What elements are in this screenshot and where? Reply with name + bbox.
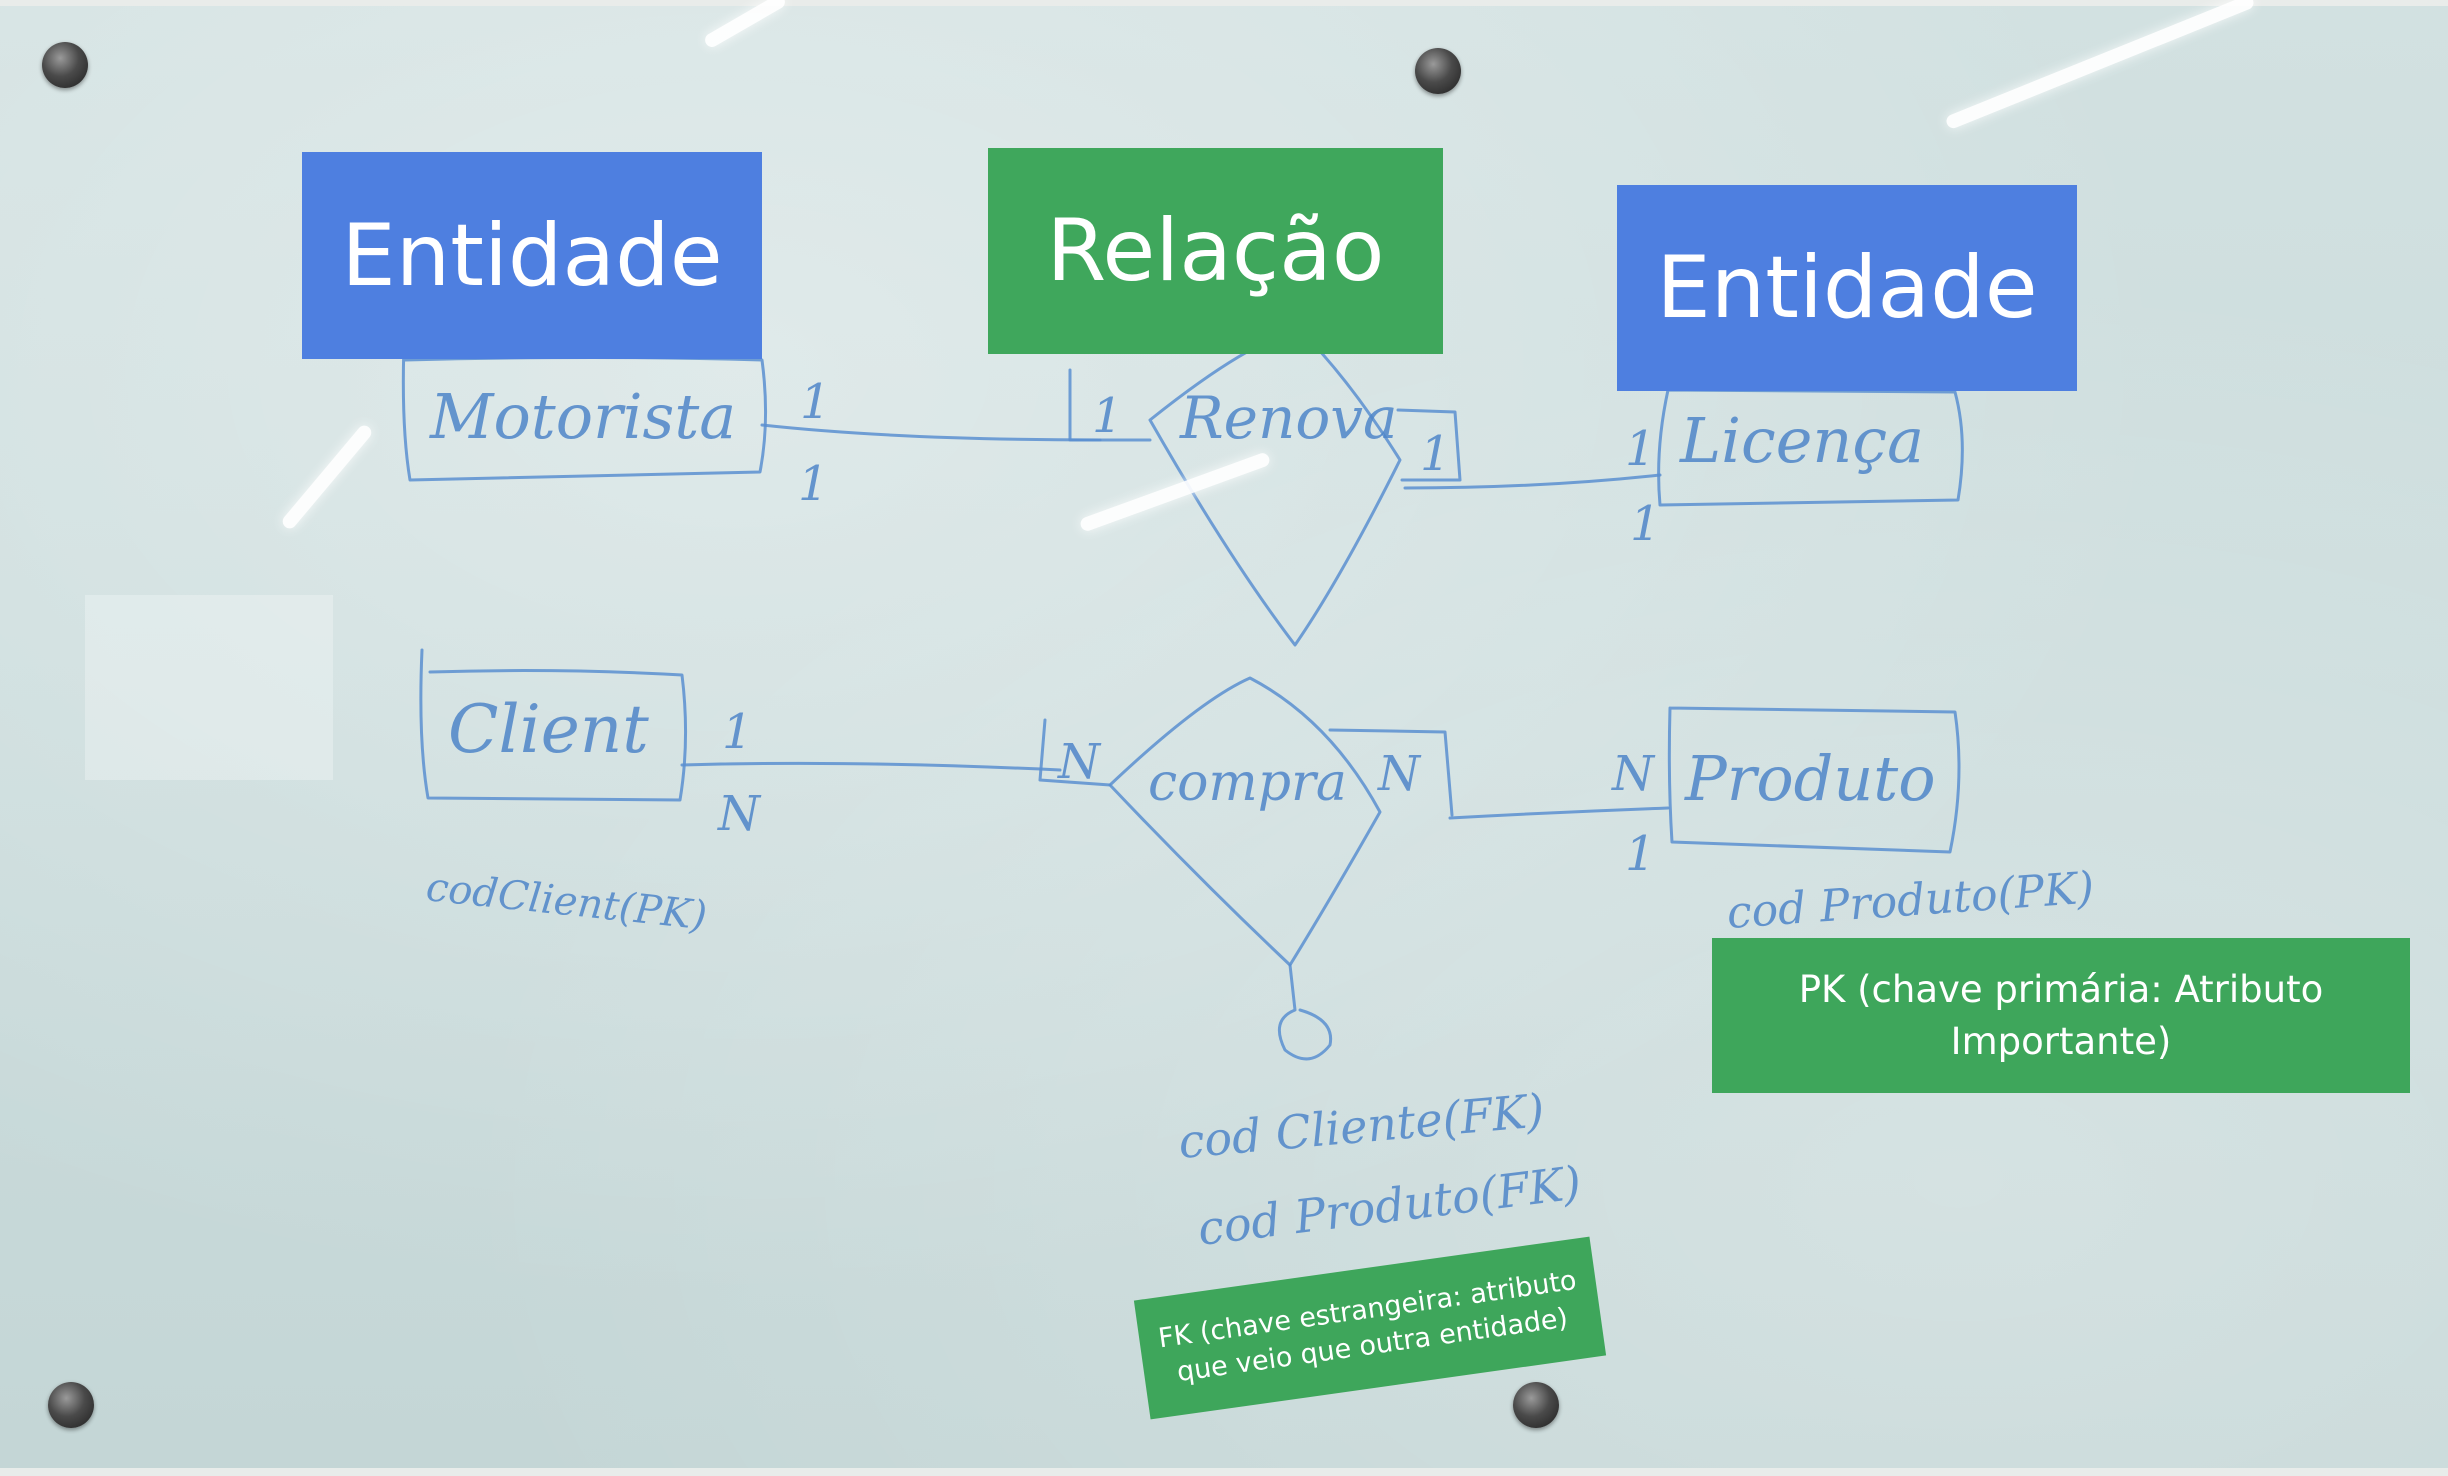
cardinality: N xyxy=(717,786,762,842)
mounting-screw xyxy=(42,42,88,88)
cardinality: 1 xyxy=(722,704,753,760)
compra-fk-attribute-1: cod Cliente(FK) xyxy=(1176,1083,1546,1169)
produto-label: Produto xyxy=(1684,742,1936,815)
compra-relationship-diamond xyxy=(1108,676,1382,967)
mounting-screw xyxy=(1513,1382,1559,1428)
cardinality: 1 xyxy=(798,456,829,512)
cliente-pk-attribute: codClient(PK) xyxy=(424,864,709,939)
entity-label-right-text: Entidade xyxy=(1656,238,2038,338)
cliente-entity-box xyxy=(419,648,688,802)
cardinality: N xyxy=(1057,734,1102,790)
cardinality: N xyxy=(1377,746,1422,802)
motorista-label: Motorista xyxy=(429,380,736,453)
relation-label: Relação xyxy=(988,148,1443,354)
pk-note-line-1: PK (chave primária: Atributo xyxy=(1798,967,2324,1011)
renova-label: Renova xyxy=(1179,384,1398,452)
pk-note: PK (chave primária: Atributo Importante) xyxy=(1712,938,2410,1093)
board-frame-top xyxy=(0,0,2448,6)
cardinality: N xyxy=(1611,746,1656,802)
cliente-compra-line xyxy=(680,761,1062,772)
mounting-screw xyxy=(48,1382,94,1428)
entity-label-left-text: Entidade xyxy=(341,205,723,306)
produto-pk-attribute: cod Produto(PK) xyxy=(1725,862,2096,939)
board-frame-bottom xyxy=(0,1468,2448,1476)
cardinality: 1 xyxy=(1625,421,1656,477)
motorista-renova-line xyxy=(760,423,1102,442)
pk-note-line-2: Importante) xyxy=(1950,1019,2172,1063)
cardinality: 1 xyxy=(1630,496,1661,552)
entity-label-right: Entidade xyxy=(1617,185,2077,391)
cardinality: 1 xyxy=(1625,826,1656,882)
licenca-label: Licença xyxy=(1679,404,1924,477)
mounting-screw xyxy=(1415,48,1461,94)
relation-label-text: Relação xyxy=(1046,201,1385,301)
compra-produto-line xyxy=(1448,806,1670,820)
compra-fk-attribute-2: cod Produto(FK) xyxy=(1195,1155,1584,1256)
cardinality: 1 xyxy=(1420,426,1451,482)
glare-reflection xyxy=(85,595,333,780)
renova-licenca-line xyxy=(1403,473,1662,490)
cliente-label: Client xyxy=(448,691,649,768)
compra-down-arrow xyxy=(1277,963,1333,1061)
produto-entity-box xyxy=(1667,706,1961,854)
compra-label: compra xyxy=(1148,753,1347,813)
entity-label-left: Entidade xyxy=(302,152,762,359)
licenca-entity-box xyxy=(1657,388,1964,507)
cardinality: 1 xyxy=(800,374,831,430)
cardinality: 1 xyxy=(1092,388,1123,444)
